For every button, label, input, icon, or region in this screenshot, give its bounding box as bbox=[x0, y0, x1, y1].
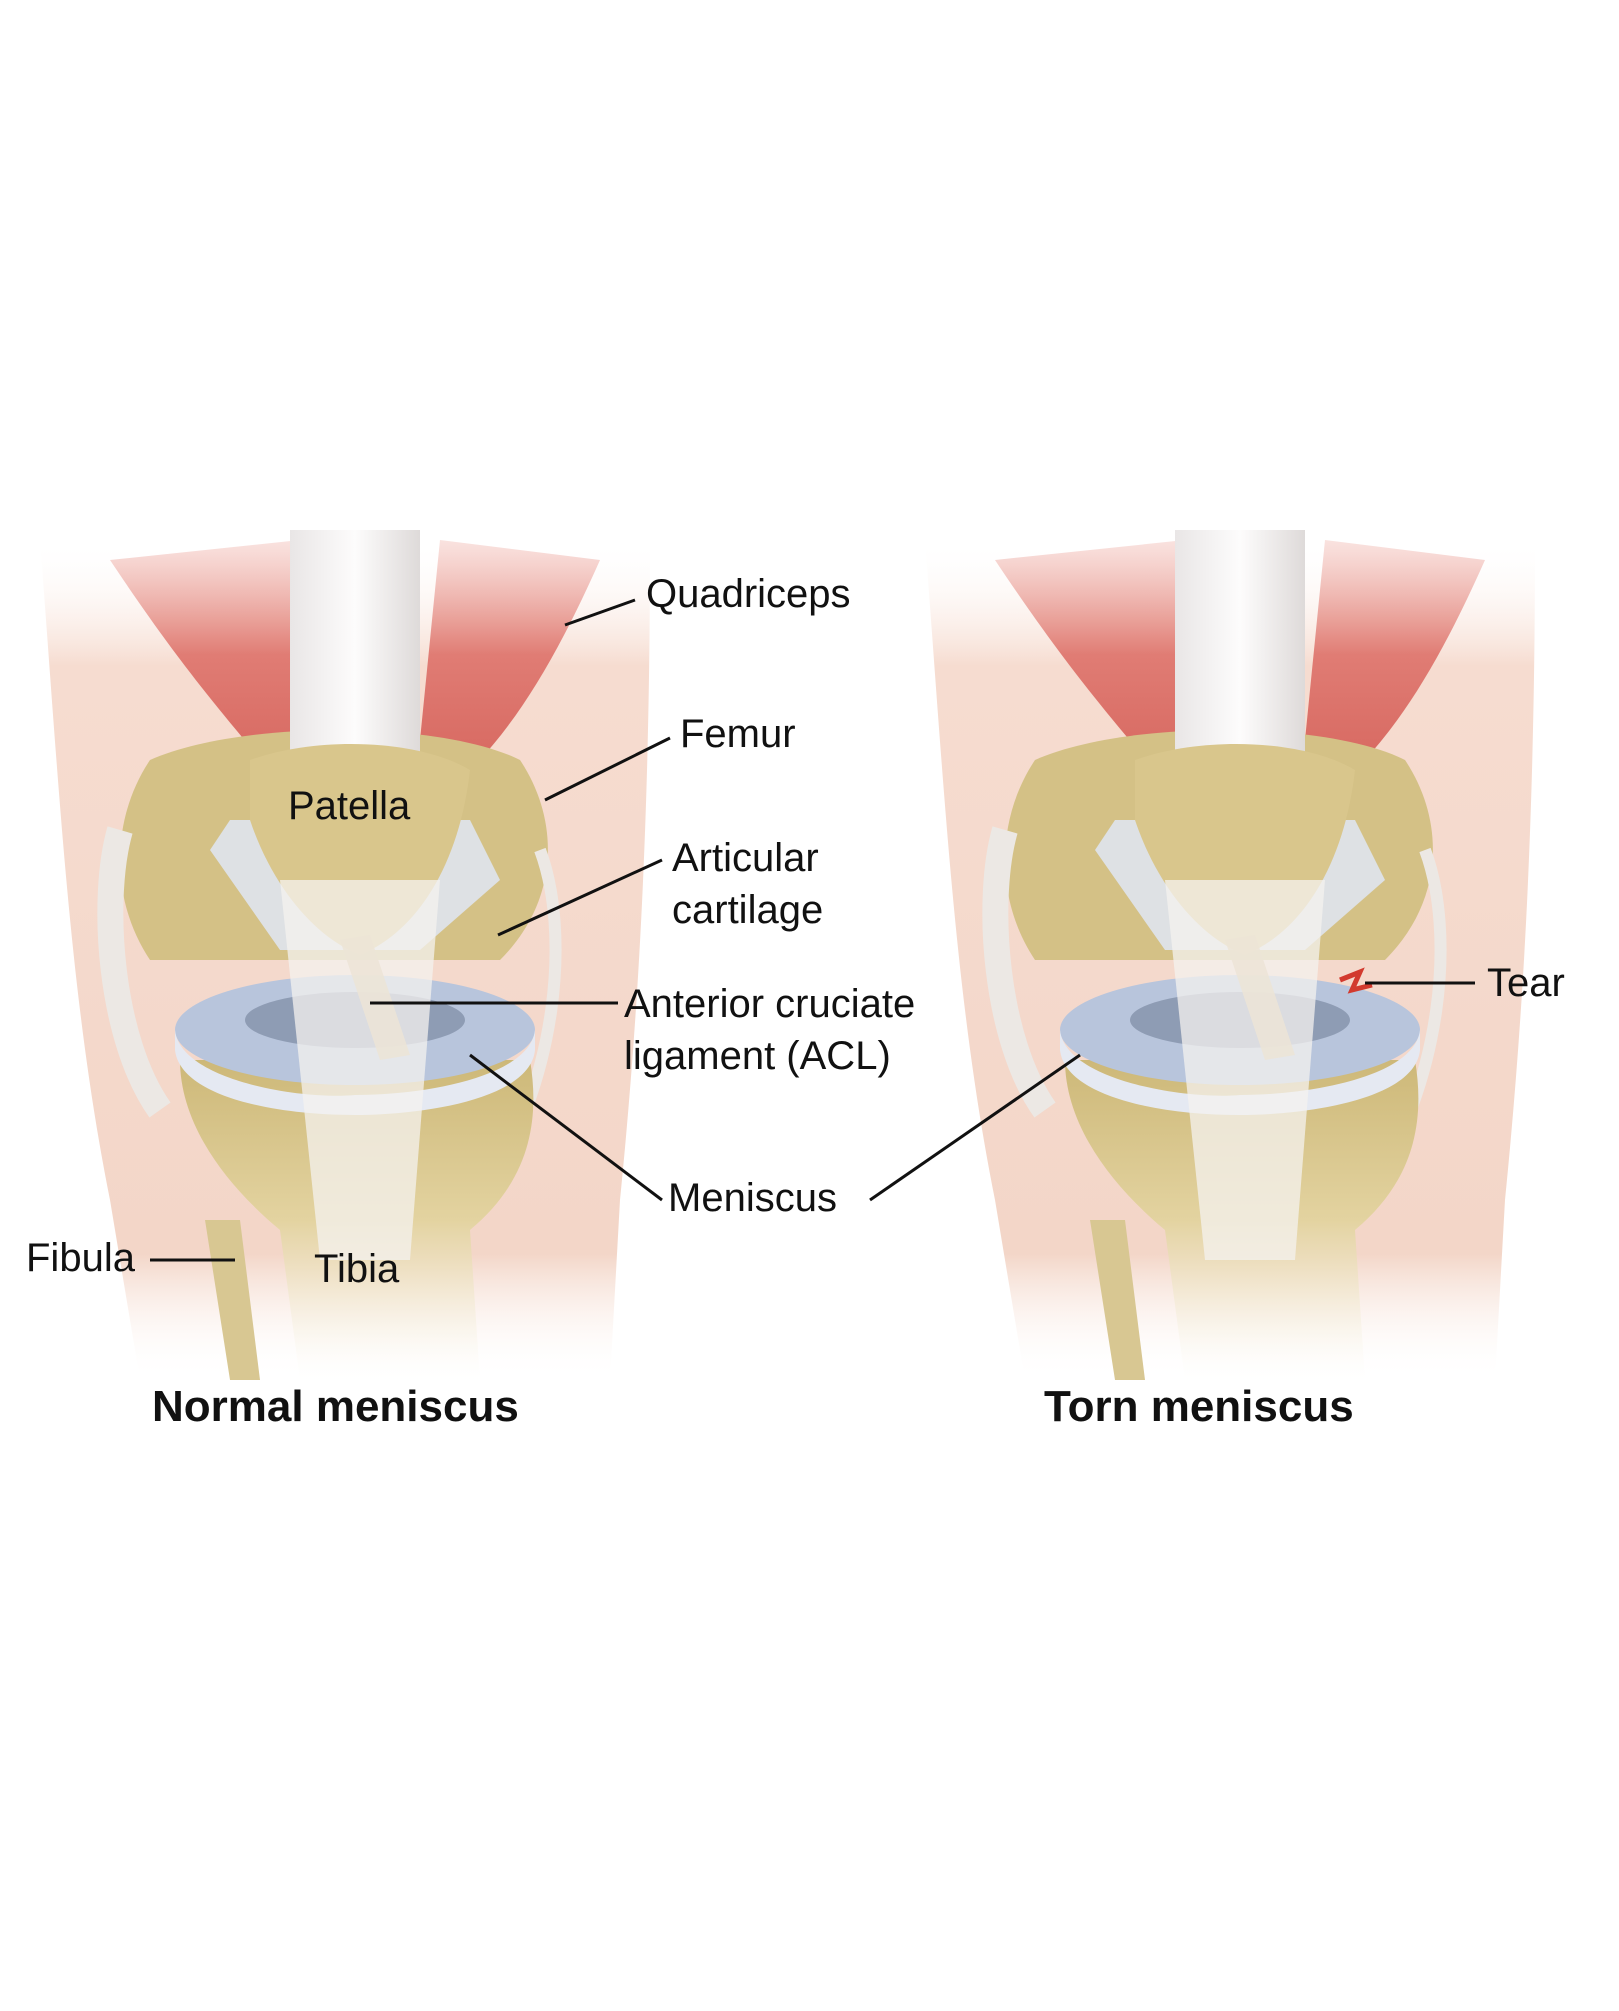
tear-mark bbox=[1339, 967, 1373, 994]
torn-knee-illustration bbox=[925, 530, 1535, 1380]
label-meniscus: Meniscus bbox=[668, 1176, 837, 1220]
label-tear: Tear bbox=[1487, 961, 1565, 1005]
caption-normal-meniscus: Normal meniscus bbox=[152, 1382, 519, 1431]
label-articular-cartilage-2: cartilage bbox=[672, 888, 824, 932]
leader-lines bbox=[150, 598, 1475, 1262]
label-acl-1: Anterior cruciate bbox=[624, 982, 916, 1026]
label-fibula: Fibula bbox=[26, 1236, 135, 1280]
label-patella: Patella bbox=[288, 784, 411, 828]
label-quadriceps: Quadriceps bbox=[646, 572, 851, 616]
label-femur: Femur bbox=[680, 712, 796, 756]
label-tibia: Tibia bbox=[314, 1247, 400, 1291]
label-acl-2: ligament (ACL) bbox=[624, 1034, 891, 1078]
label-articular-cartilage-1: Articular bbox=[672, 836, 819, 880]
caption-torn-meniscus: Torn meniscus bbox=[1044, 1382, 1354, 1431]
